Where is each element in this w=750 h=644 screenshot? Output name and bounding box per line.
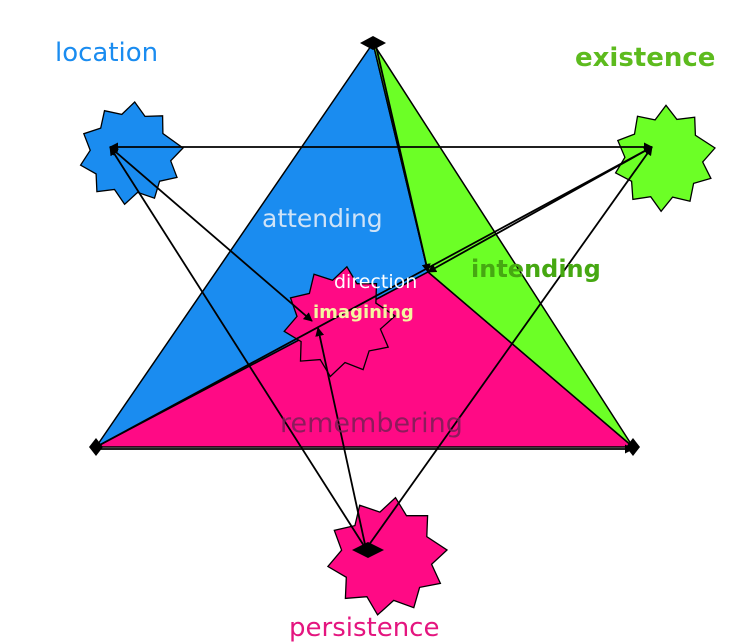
location-starburst (79, 101, 184, 206)
top-vertex-marker (360, 36, 386, 50)
direction-label: direction (334, 271, 417, 293)
attending-label: attending (262, 204, 383, 233)
location-imagining-arrow (109, 146, 313, 322)
persistence-vertex-marker (352, 542, 384, 558)
existence-direction-arrow (427, 146, 653, 273)
location-label: location (55, 38, 158, 68)
persistence-starburst (326, 496, 449, 616)
intending-label: intending (471, 255, 601, 283)
existence-left-arrow (95, 146, 653, 448)
existence-label: existence (575, 43, 715, 73)
persistence-label: persistence (289, 613, 439, 643)
imagining-label: imagining (313, 302, 414, 323)
remembering-label: remembering (280, 408, 463, 439)
persistence-existence-arrow (365, 146, 653, 550)
persistence-imagining-arrow (315, 327, 367, 550)
location-persistence-arrow (109, 146, 367, 550)
top-direction-arrow (375, 45, 431, 273)
existence-starburst (614, 104, 716, 213)
